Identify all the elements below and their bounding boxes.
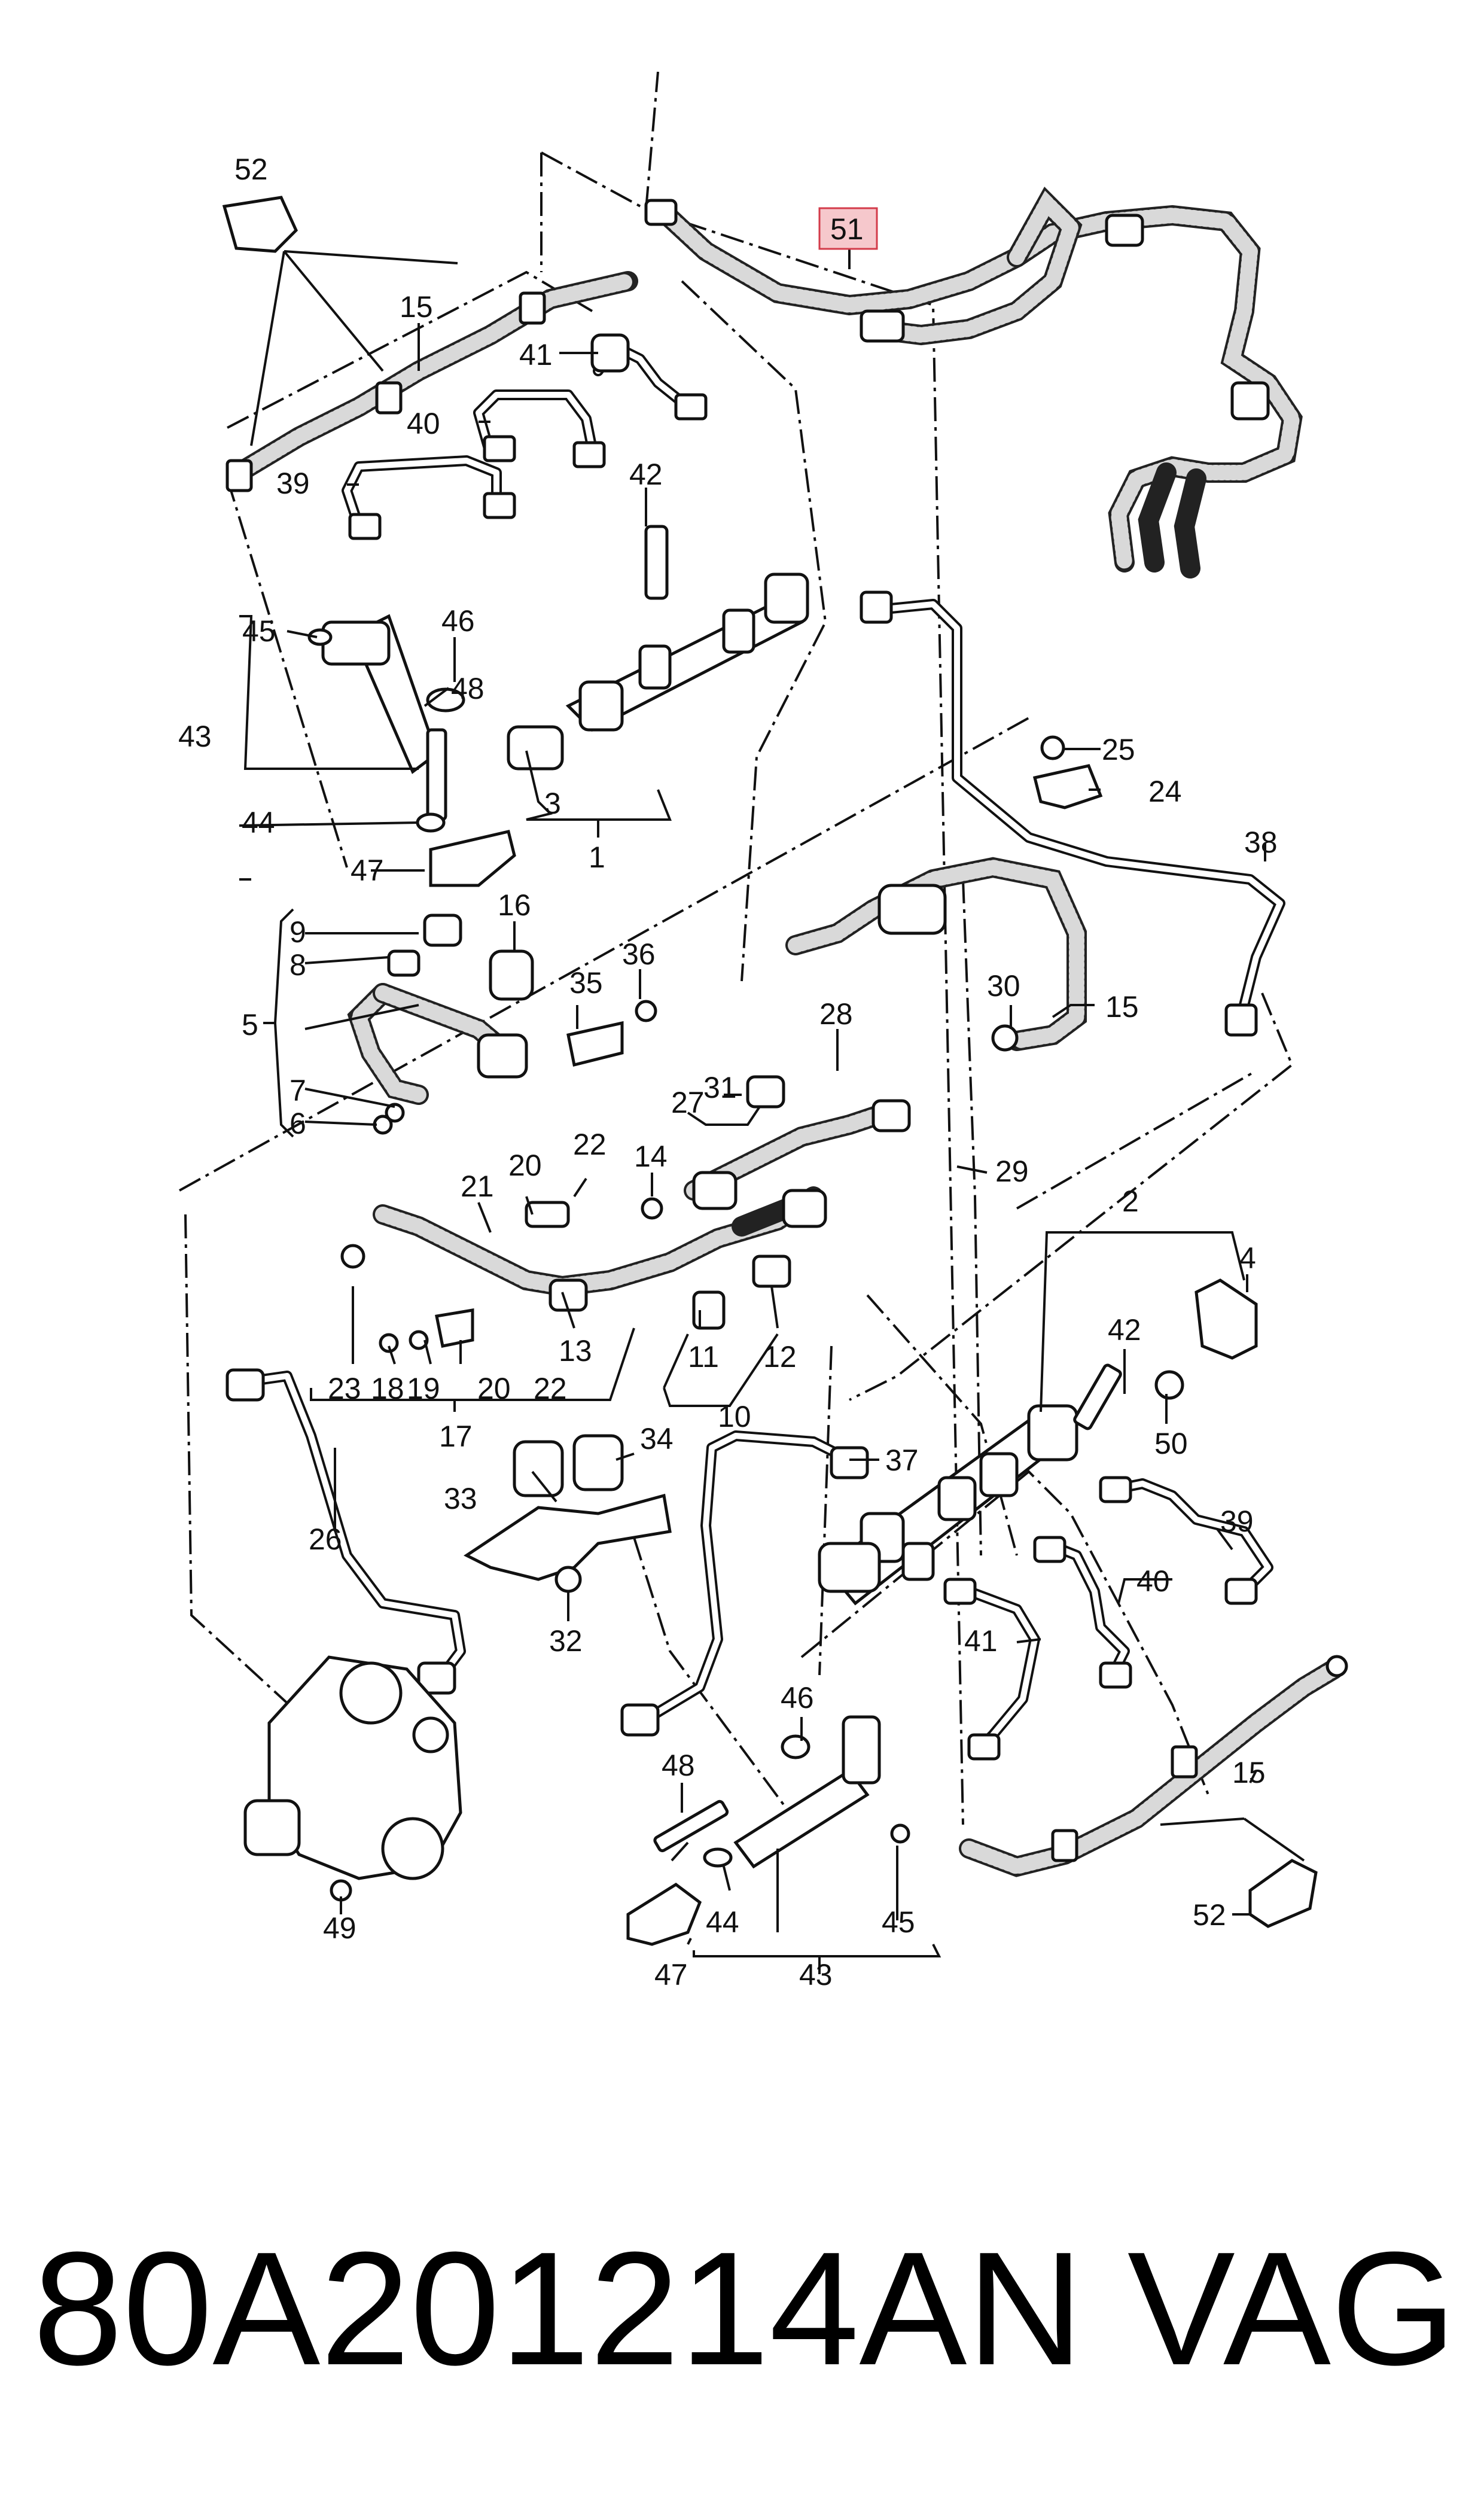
callout-20b[interactable]: 20 (477, 1372, 511, 1405)
callout-28[interactable]: 28 (819, 997, 853, 1031)
callout-48[interactable]: 48 (451, 672, 484, 705)
callout-49[interactable]: 49 (323, 1911, 356, 1945)
high-pressure-line-26 (226, 1368, 466, 1695)
callout-48b[interactable]: 48 (662, 1749, 695, 1782)
callout-8[interactable]: 8 (290, 948, 306, 982)
callout-22[interactable]: 22 (573, 1128, 607, 1161)
callout-38[interactable]: 38 (1244, 826, 1278, 859)
callout-26[interactable]: 26 (309, 1523, 342, 1556)
callout-15b[interactable]: 15 (1105, 990, 1139, 1024)
callout-29[interactable]: 29 (995, 1155, 1029, 1188)
callout-43b[interactable]: 43 (799, 1958, 833, 1992)
callout-13[interactable]: 13 (559, 1334, 592, 1368)
callout-34[interactable]: 34 (640, 1422, 674, 1456)
callout-46[interactable]: 46 (441, 604, 475, 638)
upper-fuel-rail (507, 525, 809, 771)
leakoff-line-10 (340, 1075, 911, 1353)
callout-25[interactable]: 25 (1102, 733, 1135, 766)
high-pressure-pump-49 (243, 1655, 462, 1902)
callout-31[interactable]: 31 (703, 1071, 737, 1104)
callout-23[interactable]: 23 (328, 1372, 361, 1405)
callout-9[interactable]: 9 (290, 915, 306, 949)
callout-46b[interactable]: 46 (781, 1681, 814, 1715)
callout-51[interactable]: 51 (830, 212, 864, 246)
callout-6[interactable]: 6 (290, 1107, 306, 1140)
callout-36[interactable]: 36 (622, 937, 656, 971)
callout-19[interactable]: 19 (407, 1372, 440, 1405)
callout-41b[interactable]: 41 (964, 1624, 998, 1658)
part-number: 80A201214AN (33, 2219, 1084, 2399)
callout-15[interactable]: 15 (400, 290, 433, 324)
callout-22b[interactable]: 22 (534, 1372, 567, 1405)
callout-44b[interactable]: 44 (706, 1905, 739, 1939)
callout-5[interactable]: 5 (242, 1008, 258, 1042)
callout-20[interactable]: 20 (508, 1149, 542, 1182)
callout-labels: 52 15 41 40 39 42 45 46 48 43 44 47 3 1 … (178, 153, 1278, 1992)
lower-return-line-15 (959, 1655, 1348, 1928)
callout-42b[interactable]: 42 (1108, 1313, 1141, 1347)
callout-12[interactable]: 12 (763, 1340, 797, 1374)
fuel-return-hose-assembly (644, 187, 1303, 578)
brand-name: VAG (1127, 2219, 1456, 2399)
callout-43[interactable]: 43 (178, 720, 212, 753)
callout-44[interactable]: 44 (242, 806, 275, 839)
callout-45[interactable]: 45 (242, 614, 276, 648)
callout-14[interactable]: 14 (634, 1140, 668, 1173)
callout-42[interactable]: 42 (629, 458, 663, 491)
callout-30[interactable]: 30 (987, 969, 1020, 1003)
feed-line-38 (860, 590, 1285, 1037)
callout-21[interactable]: 21 (461, 1170, 494, 1203)
part-number-footer: 80A201214AN VAG (33, 2208, 1456, 2411)
callout-4[interactable]: 4 (1239, 1241, 1256, 1275)
callout-1[interactable]: 1 (589, 841, 605, 874)
bracket-32 (464, 1434, 672, 1593)
callout-3[interactable]: 3 (544, 787, 561, 820)
callout-45b[interactable]: 45 (882, 1905, 915, 1939)
callout-37[interactable]: 37 (885, 1444, 919, 1477)
upper-injector-lines (342, 333, 708, 540)
feed-line-37 (620, 1430, 869, 1737)
callout-50[interactable]: 50 (1154, 1427, 1188, 1460)
callout-52[interactable]: 52 (234, 153, 268, 186)
lower-injector-lines (943, 1476, 1273, 1761)
lower-fuel-rail-2 (818, 1278, 1258, 1606)
callout-2[interactable]: 2 (1122, 1185, 1139, 1218)
callout-17[interactable]: 17 (439, 1420, 473, 1453)
callout-47[interactable]: 47 (351, 854, 384, 887)
callout-11[interactable]: 11 (688, 1340, 719, 1374)
callout-32[interactable]: 32 (549, 1624, 583, 1658)
callout-51-highlight[interactable]: 51 (818, 207, 878, 250)
leakoff-hose-5 (347, 914, 657, 1135)
callout-16[interactable]: 16 (498, 888, 531, 922)
callout-40b[interactable]: 40 (1136, 1564, 1170, 1598)
upper-return-line-15 (222, 196, 638, 492)
callout-40[interactable]: 40 (407, 407, 440, 440)
callout-41[interactable]: 41 (519, 338, 553, 372)
callout-39[interactable]: 39 (276, 467, 310, 500)
upper-injector-assembly (307, 614, 516, 887)
fuel-cooler-return-line (785, 857, 1087, 1052)
lower-injector-assembly (626, 1715, 910, 1946)
callout-10[interactable]: 10 (718, 1400, 751, 1433)
callout-35[interactable]: 35 (569, 966, 603, 1000)
callout-52b[interactable]: 52 (1193, 1898, 1226, 1932)
callout-7[interactable]: 7 (290, 1074, 306, 1107)
leader-lines (239, 245, 1305, 1974)
callout-47b[interactable]: 47 (654, 1958, 688, 1992)
callout-24[interactable]: 24 (1148, 775, 1182, 808)
callout-27[interactable]: 27 (671, 1086, 705, 1119)
callout-39b[interactable]: 39 (1220, 1505, 1254, 1538)
callout-33[interactable]: 33 (444, 1482, 477, 1515)
callout-15c[interactable]: 15 (1232, 1756, 1266, 1789)
callout-18[interactable]: 18 (371, 1372, 404, 1405)
